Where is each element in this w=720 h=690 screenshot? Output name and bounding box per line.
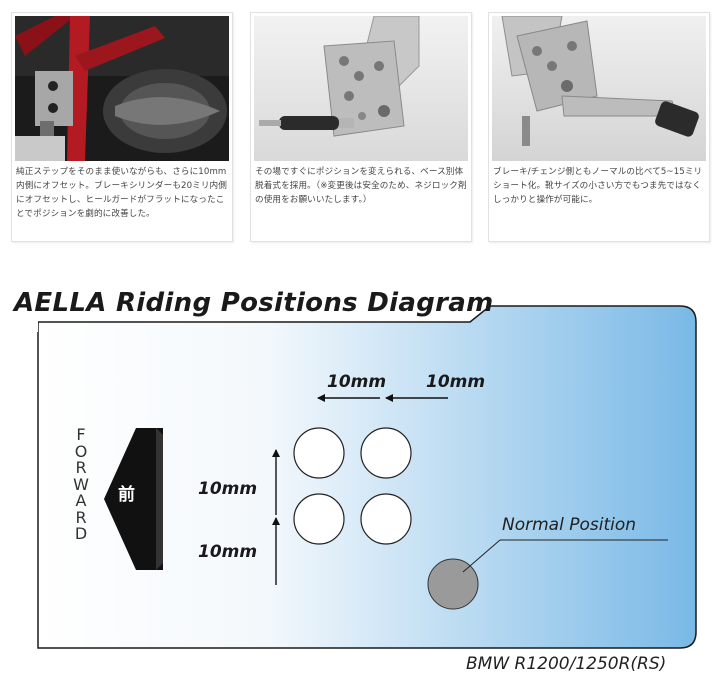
red-frame-rearset-photo xyxy=(15,16,229,161)
card-caption: 純正ステップをそのまま使いながらも、さらに10mm内側にオフセット。ブレーキシリ… xyxy=(16,167,227,219)
brake-pedal-closeup-photo xyxy=(492,16,706,161)
model-label: BMW R1200/1250R(RS) xyxy=(466,654,667,674)
position-circle xyxy=(293,427,345,479)
h-offset-label-2: 10mm xyxy=(426,372,486,392)
forward-kanji: 前 xyxy=(118,485,135,505)
forward-arrow-block xyxy=(104,428,163,570)
v-offset-label-1: 10mm xyxy=(198,479,258,499)
normal-position-dot xyxy=(427,558,479,610)
diagram-title: AELLA Riding Positions Diagram xyxy=(14,288,494,318)
v-offset-label-2: 10mm xyxy=(198,542,258,562)
silver-rearset-plate-photo xyxy=(254,16,468,161)
h-offset-label-1: 10mm xyxy=(327,372,387,392)
normal-position-leader xyxy=(462,539,501,573)
product-card-3: ブレーキ/チェンジ側ともノーマルの比べて5~15ミリショート化。靴サイズの小さい… xyxy=(488,12,710,242)
diagram-panel xyxy=(37,305,697,649)
position-circle xyxy=(360,493,412,545)
product-card-2: その場ですぐにポジションを変えられる、ベース別体脱着式を採用。（※変更後は安全の… xyxy=(250,12,472,242)
card-caption: ブレーキ/チェンジ側ともノーマルの比べて5~15ミリショート化。靴サイズの小さい… xyxy=(493,167,703,205)
position-circle xyxy=(293,493,345,545)
position-circle xyxy=(360,427,412,479)
forward-label: F O R W A R D xyxy=(73,425,89,543)
product-card-1: 純正ステップをそのまま使いながらも、さらに10mm内側にオフセット。ブレーキシリ… xyxy=(11,12,233,242)
card-caption: その場ですぐにポジションを変えられる、ベース別体脱着式を採用。（※変更後は安全の… xyxy=(255,167,467,205)
normal-position-label: Normal Position xyxy=(502,515,637,535)
